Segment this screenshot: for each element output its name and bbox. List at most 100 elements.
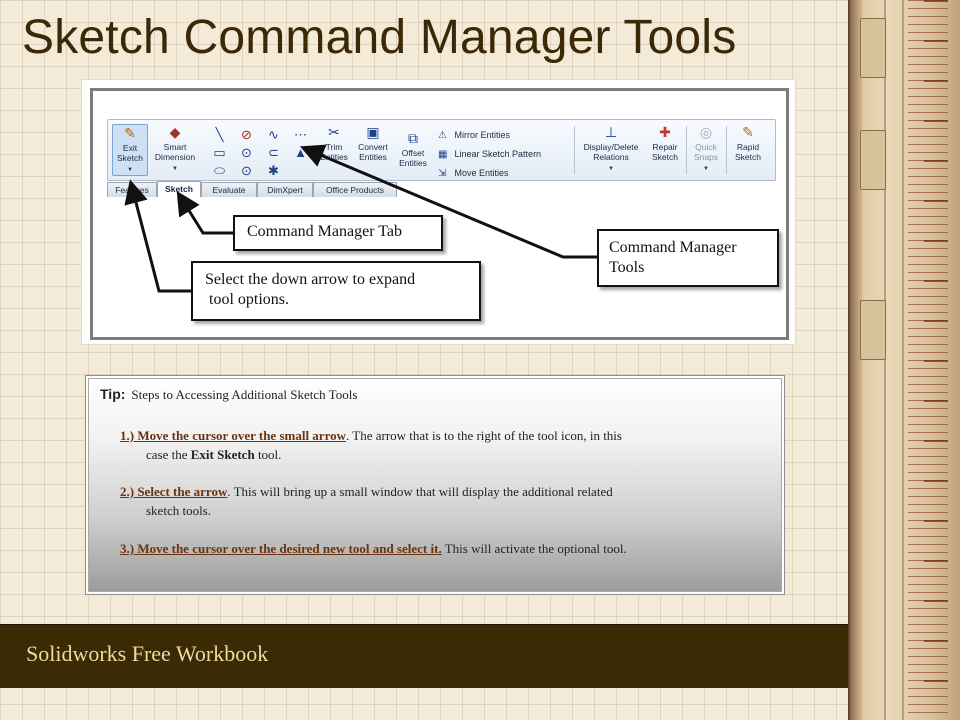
footer-text: Solidworks Free Workbook	[26, 641, 269, 666]
tip-step-3-link: 3.) Move the cursor over the desired new…	[120, 541, 442, 556]
spline-tool-icon[interactable]: ∿	[268, 127, 279, 142]
offset-label-2: Entities	[399, 158, 427, 168]
footer-bar: Solidworks Free Workbook	[0, 624, 848, 688]
sketch-tools-grid: ╲ ⊘ ∿ ⋯ ▭ ⊙ ⊂ ▲ ⬭ ⊙ ✱	[206, 126, 314, 180]
trim-label-1: Trim	[325, 142, 343, 152]
point-tool-icon[interactable]: ✱	[268, 163, 279, 178]
screenshot-frame: ✎ Exit Sketch ▼ ◆ Smart Dimension ▼ ╲ ⊘ …	[90, 88, 789, 340]
linear-sketch-pattern-item[interactable]: ▦ Linear Sketch Pattern	[438, 145, 541, 164]
smart-dimension-label-1: Smart	[163, 142, 187, 152]
relations-icon: ⊥	[604, 124, 618, 140]
ruler-decoration	[848, 0, 960, 720]
ruler-ticks-major	[924, 0, 948, 720]
rapid-sketch-label-1: Rapid	[736, 142, 760, 152]
relations-label-2: Relations	[593, 152, 629, 162]
tab-evaluate[interactable]: Evaluate	[201, 182, 257, 197]
empty-tool-slot	[287, 162, 314, 180]
arrow-to-sketch-tab	[176, 190, 233, 235]
pattern-icon: ▦	[438, 149, 448, 160]
arrow-to-dropdown	[124, 179, 191, 293]
move-icon: ⇲	[438, 168, 447, 179]
ruler-stripe	[902, 0, 904, 720]
callout-tab-text: Command Manager Tab	[247, 223, 402, 240]
tip-box: Tip: Steps to Accessing Additional Sketch…	[85, 375, 785, 595]
ruler-clip	[860, 18, 886, 78]
trim-icon: ✂	[328, 124, 340, 140]
exit-sketch-label-2: Sketch	[117, 153, 143, 163]
offset-label-1: Offset	[401, 148, 425, 158]
smart-dimension-icon: ◆	[169, 124, 181, 140]
rapid-sketch-icon: ✎	[742, 124, 754, 140]
exit-sketch-button[interactable]: ✎ Exit Sketch ▼	[112, 124, 148, 176]
rectangle-tool-icon[interactable]: ▭	[213, 145, 226, 160]
mirror-entities-label: Mirror Entities	[454, 130, 511, 140]
tip-heading-text: Steps to Accessing Additional Sketch Too…	[131, 387, 358, 402]
linear-sketch-pattern-label: Linear Sketch Pattern	[454, 149, 542, 159]
snaps-label-2: Snaps	[693, 152, 719, 162]
snaps-dropdown-arrow-icon[interactable]: ▼	[703, 166, 709, 172]
ruler-stripe	[884, 0, 886, 720]
tip-step-2-text-a: . This will bring up a small window that…	[227, 484, 613, 499]
repair-icon: ✚	[659, 124, 671, 140]
relations-label-1: Display/Delete	[583, 142, 639, 152]
repair-sketch-button[interactable]: ✚ Repair Sketch	[648, 124, 682, 174]
callout-tools-line-1: Command Manager	[609, 239, 737, 256]
circle-tool-icon[interactable]: ⊘	[241, 127, 252, 142]
tip-step-1: 1.) Move the cursor over the small arrow…	[120, 426, 760, 464]
trim-label-2: Entities	[320, 152, 348, 162]
ellipse-tool-icon[interactable]: ⊂	[268, 145, 279, 160]
tip-step-2-text-b: sketch tools.	[146, 503, 211, 518]
move-entities-label: Move Entities	[454, 168, 509, 178]
ribbon-separator	[686, 126, 687, 174]
rapid-sketch-label-2: Sketch	[735, 152, 761, 162]
line-tool-icon[interactable]: ╲	[215, 127, 224, 142]
convert-entities-button[interactable]: ▣ Convert Entities	[354, 124, 392, 174]
offset-icon: ⧉	[408, 130, 418, 146]
tip-step-1-link: 1.) Move the cursor over the small arrow	[120, 428, 347, 443]
ribbon-separator	[574, 126, 575, 174]
tip-step-2-link: 2.) Select the arrow	[120, 484, 228, 499]
snaps-icon: ◎	[699, 124, 713, 140]
tip-step-1-text-a: . The arrow that is to the right of the …	[346, 428, 622, 443]
slot-tool-icon[interactable]: ⬭	[213, 163, 226, 178]
mirror-entities-item[interactable]: ⚠ Mirror Entities	[438, 126, 541, 145]
quick-snaps-button[interactable]: ◎ Quick Snaps ▼	[690, 124, 722, 174]
rapid-sketch-button[interactable]: ✎ Rapid Sketch	[730, 124, 766, 174]
smart-dimension-label-2: Dimension	[154, 152, 196, 162]
relations-dropdown-arrow-icon[interactable]: ▼	[608, 166, 614, 172]
arc-tool-icon[interactable]: ⊙	[241, 145, 252, 160]
ruler-clip	[860, 300, 886, 360]
callout-arrow-line-2: tool options.	[209, 291, 290, 308]
callout-tools-line-2: Tools	[609, 259, 645, 276]
callout-command-manager-tools: Command Manager Tools	[597, 229, 779, 287]
smart-dimension-dropdown-arrow-icon[interactable]: ▼	[172, 166, 178, 172]
tip-step-2: 2.) Select the arrow. This will bring up…	[120, 482, 760, 520]
tab-office-products[interactable]: Office Products	[313, 182, 397, 197]
exit-sketch-dropdown-arrow-icon[interactable]: ▼	[127, 167, 133, 173]
tip-step-1-exit-sketch: Exit Sketch	[190, 447, 255, 462]
polygon-tool-icon[interactable]: ⊙	[241, 163, 252, 178]
tip-step-1-text-b-post: tool.	[254, 447, 282, 462]
screenshot-panel: ✎ Exit Sketch ▼ ◆ Smart Dimension ▼ ╲ ⊘ …	[82, 80, 795, 344]
callout-command-manager-tab: Command Manager Tab	[233, 215, 443, 251]
offset-entities-button[interactable]: ⧉ Offset Entities	[396, 130, 430, 180]
snaps-label-1: Quick	[695, 142, 717, 152]
move-entities-item[interactable]: ⇲ Move Entities	[438, 164, 541, 183]
tab-dimxpert[interactable]: DimXpert	[257, 182, 313, 197]
text-tool-icon[interactable]: ⋯	[294, 127, 307, 142]
tip-label: Tip:	[100, 386, 126, 402]
convert-label-2: Entities	[359, 152, 387, 162]
convert-label-1: Convert	[358, 142, 388, 152]
tab-sketch[interactable]: Sketch	[157, 181, 201, 197]
tip-step-3: 3.) Move the cursor over the desired new…	[120, 539, 760, 558]
repair-label-2: Sketch	[652, 152, 678, 162]
plane-tool-icon[interactable]: ▲	[294, 145, 307, 160]
smart-dimension-button[interactable]: ◆ Smart Dimension ▼	[152, 124, 198, 174]
tab-features[interactable]: Features	[107, 182, 157, 197]
tip-step-3-text: This will activate the optional tool.	[441, 541, 627, 556]
display-delete-relations-button[interactable]: ⊥ Display/Delete Relations ▼	[580, 124, 642, 174]
entity-tools-list: ⚠ Mirror Entities ▦ Linear Sketch Patter…	[438, 126, 541, 183]
mirror-icon: ⚠	[438, 130, 447, 141]
callout-down-arrow: Select the down arrow to expand tool opt…	[191, 261, 481, 321]
trim-entities-button[interactable]: ✂ Trim Entities	[318, 124, 350, 174]
